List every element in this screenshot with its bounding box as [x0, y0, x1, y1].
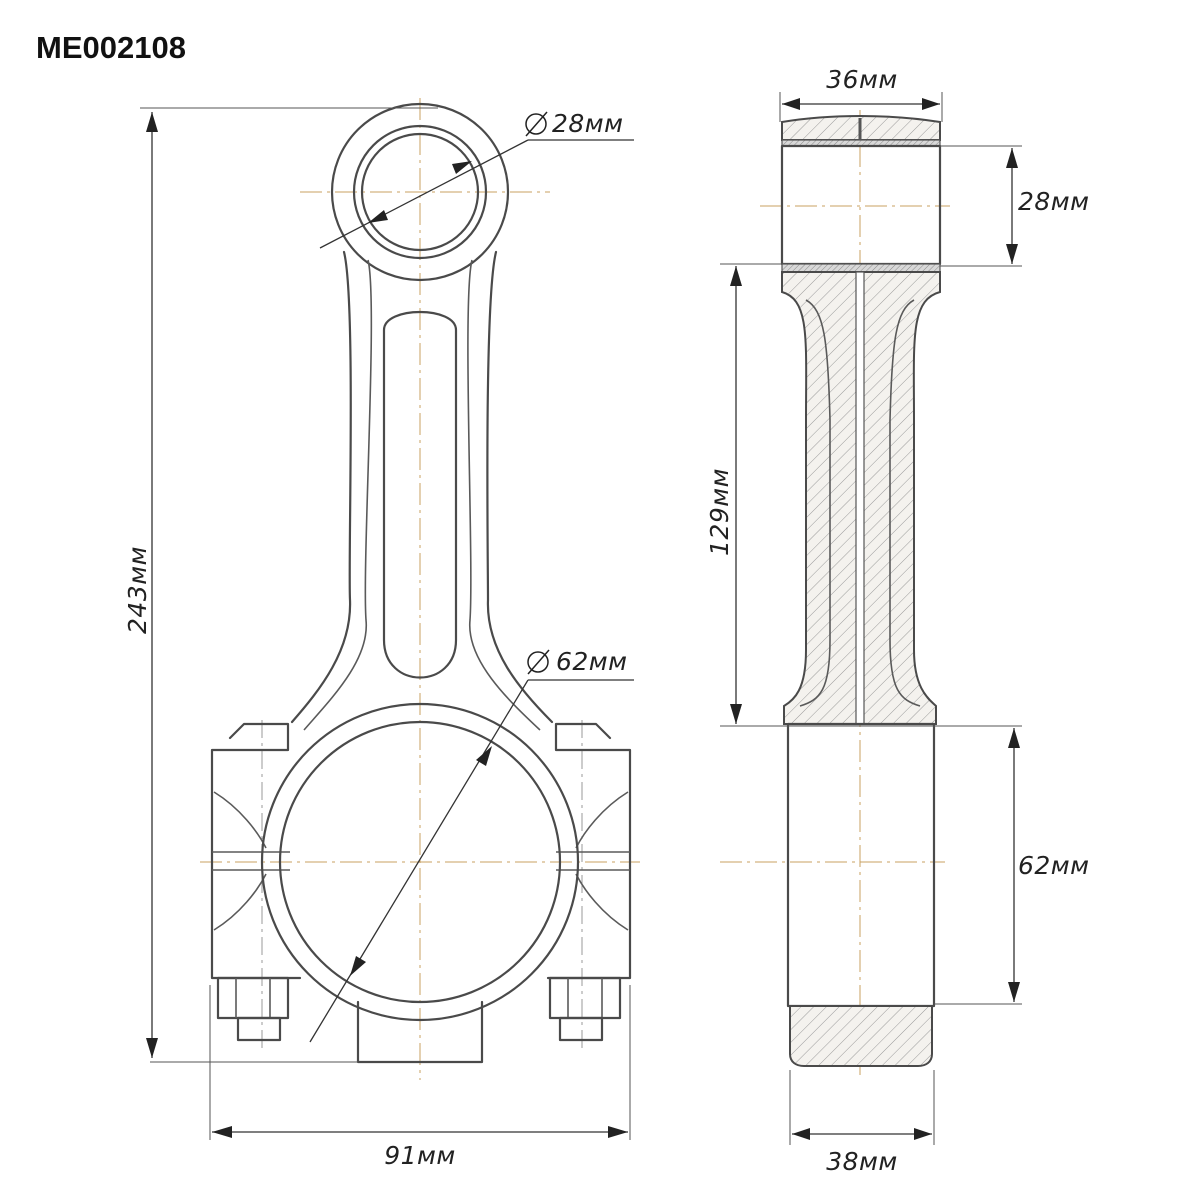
big-end-cap: [356, 1000, 484, 1064]
small-end-diameter-callout: 28мм: [525, 109, 624, 138]
rod-shank-outline: [290, 250, 554, 724]
big-end-diameter-callout: 62мм: [527, 647, 628, 676]
left-bolt-nut: [216, 976, 290, 1042]
bushing-bottom: [781, 263, 941, 273]
dim-overall-length: 243мм: [123, 546, 152, 634]
dim-big-end-diameter: 62мм: [556, 647, 628, 676]
oil-passage: [855, 271, 865, 725]
small-end-bore-section: [780, 144, 942, 266]
dim-small-end-width: 36мм: [826, 65, 898, 94]
side-view: 36мм 28мм 129мм 62мм 38мм: [705, 65, 1090, 1176]
dim-center-distance: 129мм: [705, 468, 734, 556]
front-view: 243мм 91мм 28мм 62мм: [123, 98, 640, 1170]
big-end-bore-section: [786, 722, 936, 1008]
rod-rib-outline: [303, 259, 541, 731]
right-bolt-nut: [548, 976, 622, 1042]
big-end-outer: [260, 702, 580, 1022]
big-end-cap-section: [789, 1005, 933, 1067]
small-end-bore: [360, 132, 480, 252]
small-end-outer: [330, 102, 510, 282]
small-end-bushing: [352, 124, 488, 260]
dim-big-end-bore: 62мм: [1018, 851, 1090, 880]
dim-small-end-bore: 28мм: [1018, 187, 1090, 216]
dim-big-end-width: 38мм: [826, 1147, 898, 1176]
dim-small-end-diameter: 28мм: [552, 109, 624, 138]
dim-bolt-width: 91мм: [384, 1141, 456, 1170]
rod-web-channel: [382, 311, 458, 679]
left-boss: [210, 722, 302, 980]
big-end-bore: [278, 720, 562, 1004]
part-code-title: ME002108: [36, 30, 186, 65]
right-boss: [546, 722, 632, 980]
